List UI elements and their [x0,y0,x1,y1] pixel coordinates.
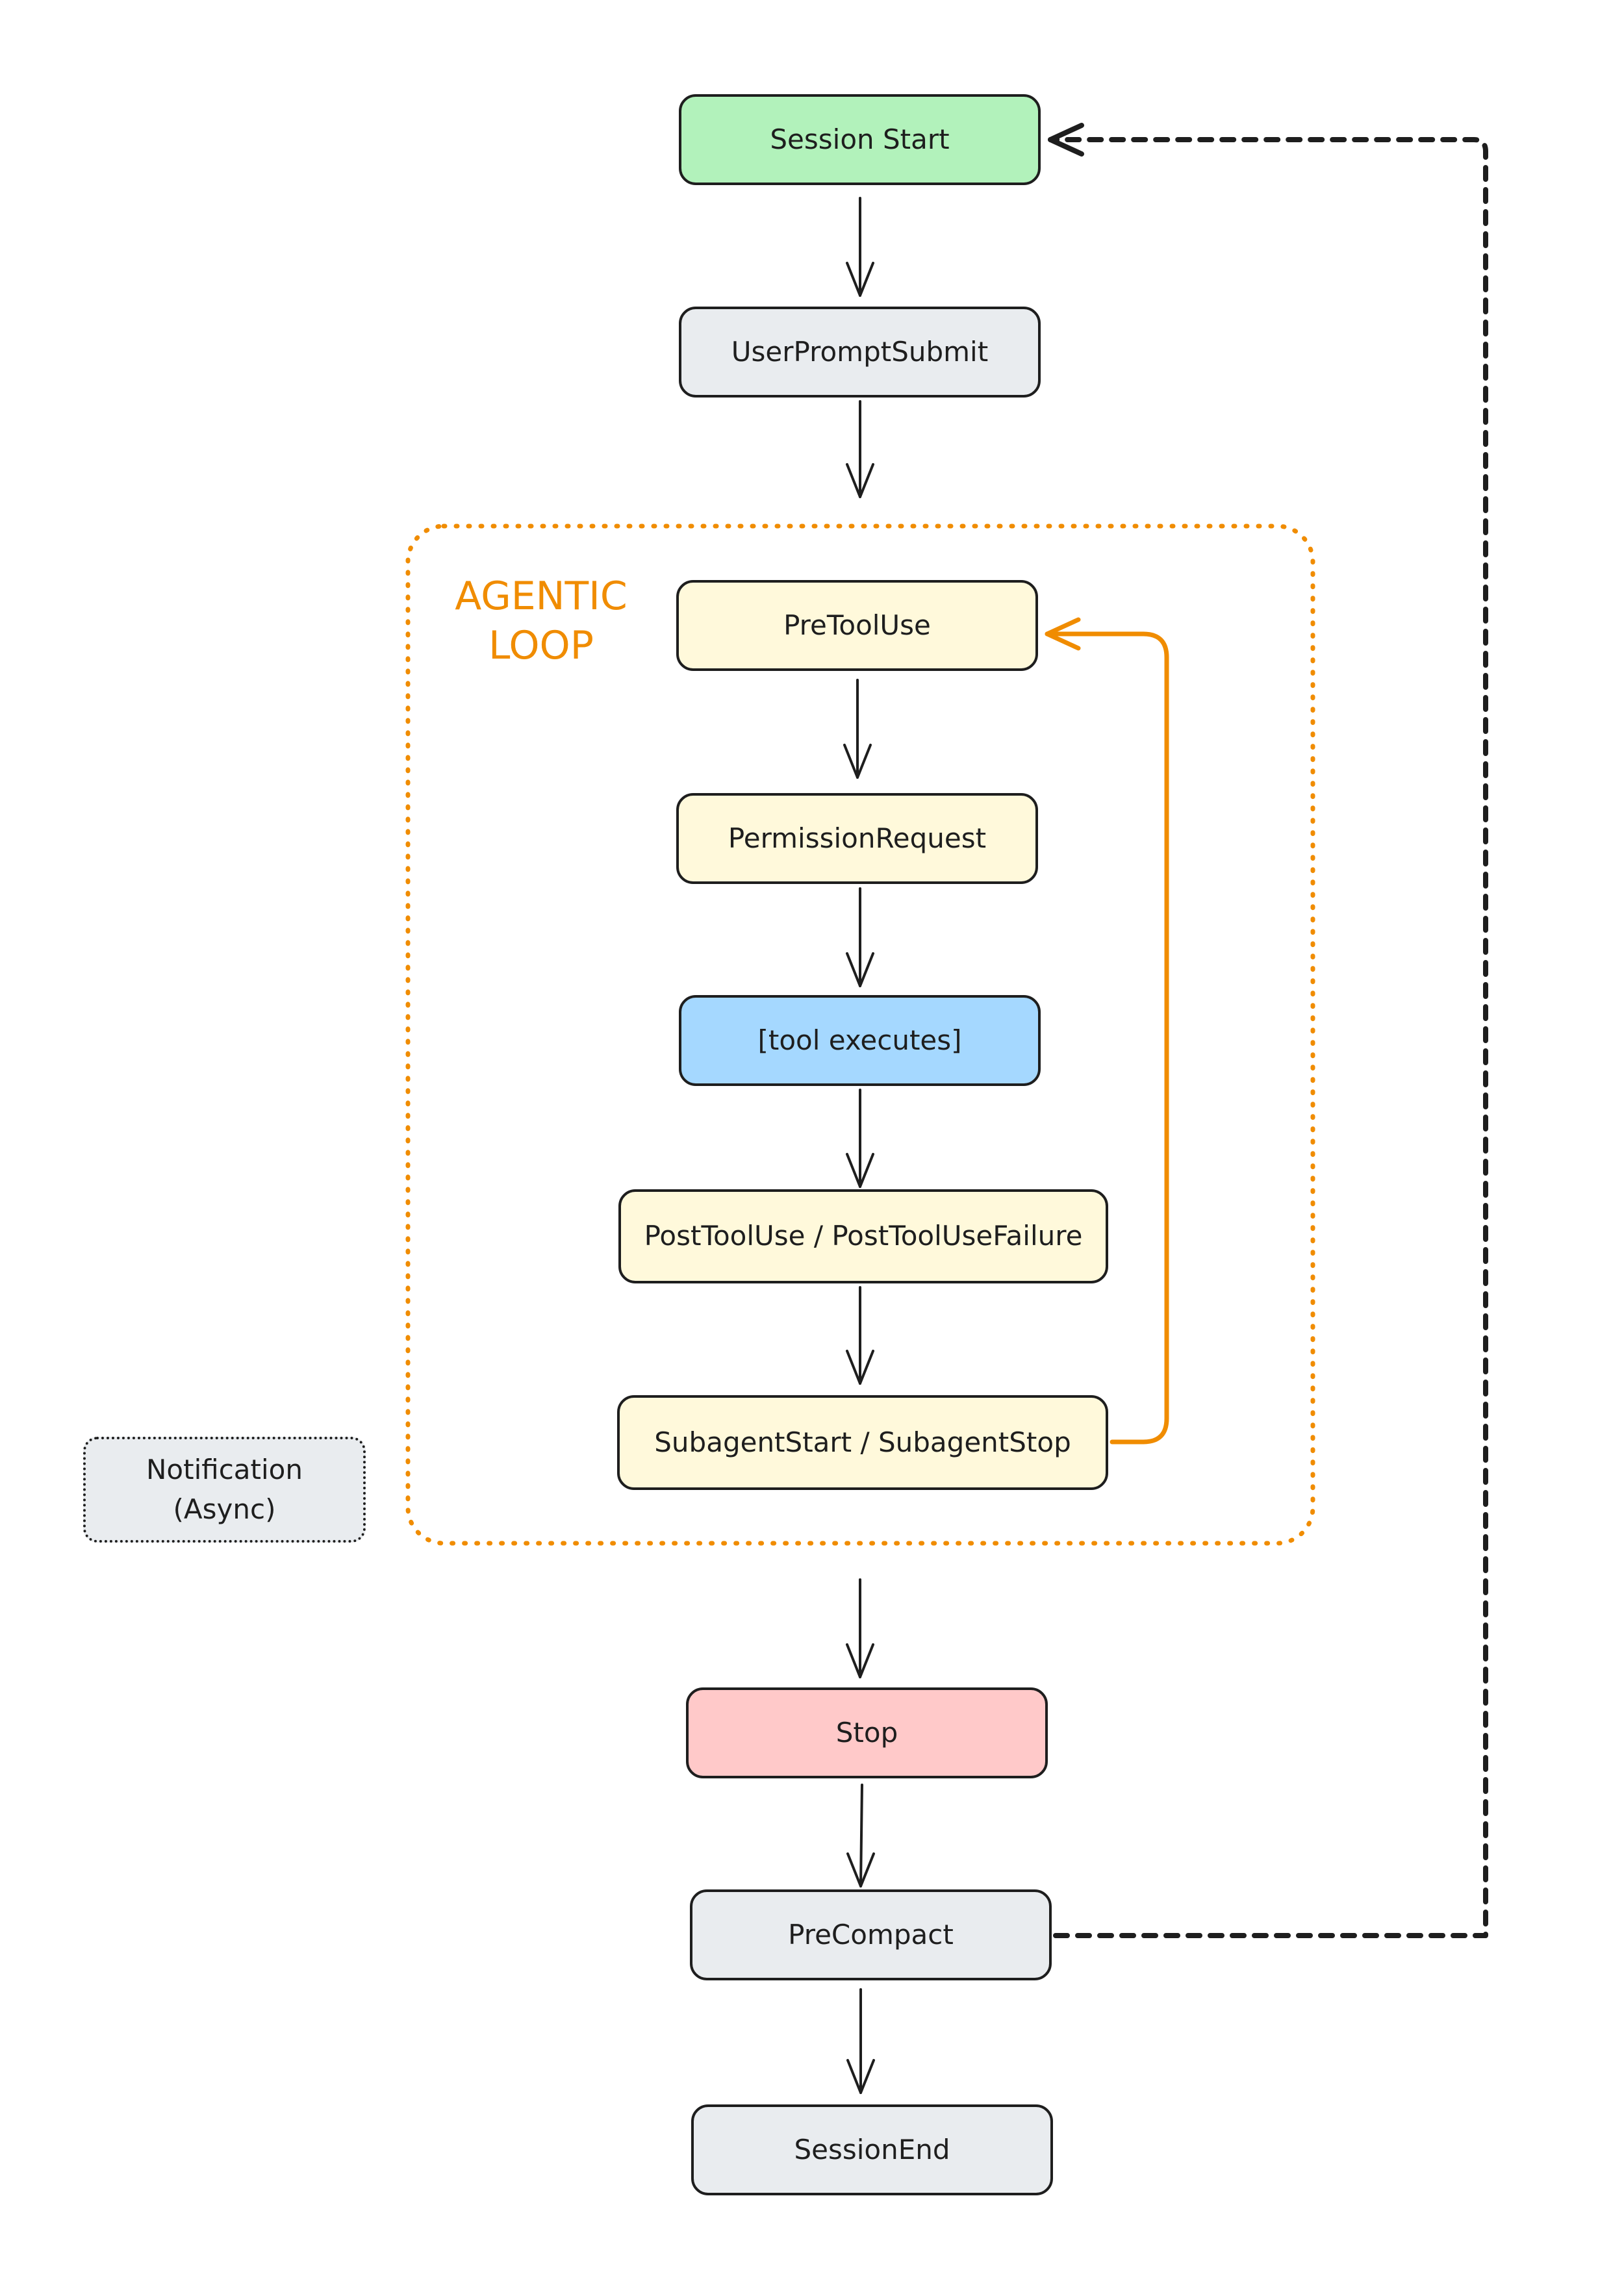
node-session-end: SessionEnd [691,2104,1053,2195]
arrow-pretooluse-to-permission [843,679,872,779]
agentic-loop-title: AGENTIC LOOP [455,574,628,669]
node-stop-label: Stop [835,1716,898,1748]
node-session-end-label: SessionEnd [794,2133,950,2165]
node-stop: Stop [686,1687,1048,1778]
node-notification-label: Notification (Async) [146,1453,303,1525]
arrow-tool-executes-to-posttooluse [846,1089,874,1188]
node-pre-compact: PreCompact [690,1889,1052,1980]
arrow-permission-to-tool-executes [846,887,874,987]
arrow-precompact-to-session-end [846,1988,875,2094]
node-pre-tool-use: PreToolUse [676,580,1038,671]
node-pre-tool-use-label: PreToolUse [783,609,931,641]
arrow-stop-to-precompact [846,1784,875,1887]
node-session-start: Session Start [679,94,1041,185]
arrow-session-start-to-user-prompt [846,197,874,297]
arrow-user-prompt-to-agentic-loop [846,400,874,498]
node-notification: Notification (Async) [83,1437,366,1543]
node-subagent: SubagentStart / SubagentStop [617,1395,1108,1490]
node-subagent-label: SubagentStart / SubagentStop [654,1426,1071,1458]
node-pre-compact-label: PreCompact [788,1918,954,1950]
node-user-prompt-submit: UserPromptSubmit [679,307,1041,398]
arrow-agentic-loop-to-stop [846,1578,874,1678]
node-permission-request: PermissionRequest [676,793,1038,884]
node-tool-executes: [tool executes] [679,995,1041,1086]
arrow-loop-back-to-pretooluse [1045,617,1169,1445]
node-tool-executes-label: [tool executes] [757,1024,962,1056]
node-post-tool-use-label: PostToolUse / PostToolUseFailure [644,1220,1083,1252]
node-session-start-label: Session Start [770,123,950,155]
node-post-tool-use: PostToolUse / PostToolUseFailure [618,1189,1108,1283]
arrow-precompact-to-session-start [1048,123,1488,1938]
agentic-loop-boundary [405,524,1315,1546]
arrow-posttooluse-to-subagent [846,1286,874,1385]
node-permission-request-label: PermissionRequest [728,822,987,854]
node-user-prompt-submit-label: UserPromptSubmit [731,335,989,368]
